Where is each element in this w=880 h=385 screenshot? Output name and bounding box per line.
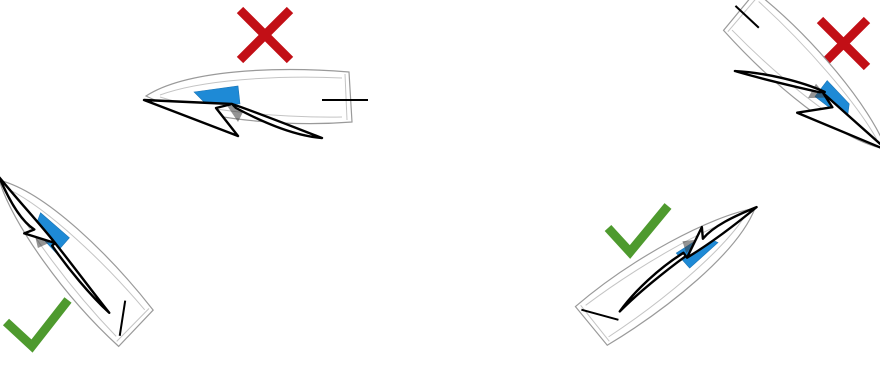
check-mark-icon [604, 203, 672, 259]
jib-sail [685, 205, 758, 259]
x-mark-icon [816, 16, 871, 71]
jib-sail [142, 98, 240, 138]
boat-top-center [142, 68, 368, 140]
boat-bottom-left [0, 176, 154, 348]
jib-sail [795, 92, 880, 152]
panel-top-center [142, 6, 368, 140]
tiller [734, 5, 760, 29]
panel-top-right [722, 0, 880, 152]
tiller [581, 308, 619, 321]
main-sail [733, 69, 826, 94]
boat-bottom-right [574, 205, 758, 347]
main-sail [50, 241, 111, 314]
jib-sail [0, 176, 57, 245]
tiller [118, 300, 127, 336]
cockpit [193, 85, 241, 105]
panel-bottom-right [574, 203, 758, 347]
panel-bottom-left [0, 176, 154, 353]
boat-top-right [722, 0, 880, 152]
hull [0, 179, 154, 348]
check-mark-icon [2, 297, 72, 353]
x-mark-icon [236, 6, 294, 64]
main-sail [618, 251, 688, 313]
hull [574, 207, 756, 347]
main-sail [230, 102, 324, 140]
